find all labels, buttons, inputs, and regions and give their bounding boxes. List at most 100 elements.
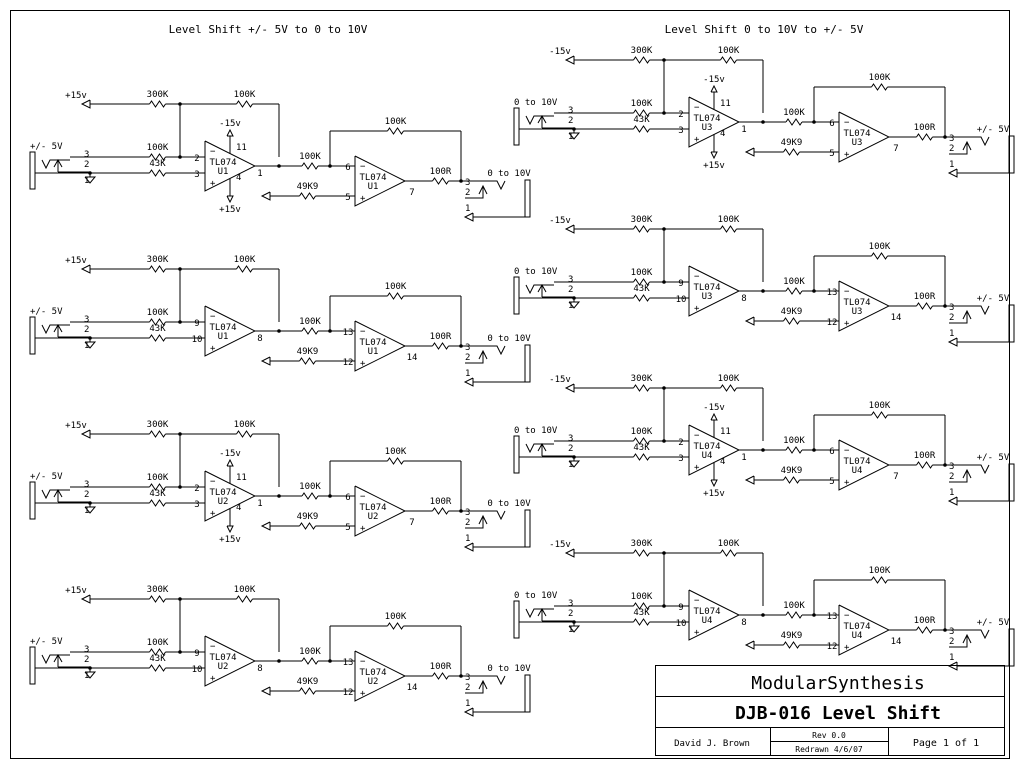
resistor-zigzag xyxy=(633,294,650,302)
jack-pin-1: 1 xyxy=(465,699,470,709)
signal-arrow-icon xyxy=(564,55,575,65)
pin-number: 12 xyxy=(343,358,354,368)
resistor-zigzag xyxy=(149,100,166,108)
resistor-ground: 43K xyxy=(633,284,650,294)
jack-sleeve xyxy=(465,681,484,694)
opamp-part: TL074 xyxy=(209,653,236,663)
pin-number: 8 xyxy=(257,334,262,344)
resistor-output: 100R xyxy=(430,662,452,672)
resistor-feedback-1: 100K xyxy=(234,420,256,430)
pin-number: 1 xyxy=(257,499,262,509)
jack-label: 0 to 10V xyxy=(487,499,531,509)
jack-sleeve xyxy=(949,635,968,648)
junction-dot xyxy=(662,58,666,62)
resistor-input: 100K xyxy=(631,99,653,109)
resistor-input: 100K xyxy=(147,638,169,648)
opamp-triangle xyxy=(688,589,741,641)
resistor-bias: 300K xyxy=(631,46,653,56)
jack-pin-3: 3 xyxy=(84,150,89,160)
resistor-mid: 100K xyxy=(299,152,321,162)
jack-sleeve xyxy=(465,186,484,199)
opamp-ref: U3 xyxy=(702,292,713,302)
noninverting-sign: + xyxy=(694,463,700,473)
pin-number: 7 xyxy=(893,144,898,154)
jack-pin-2: 2 xyxy=(949,637,954,647)
resistor-zigzag xyxy=(783,317,800,325)
jack-pin-3: 3 xyxy=(465,673,470,683)
jack-tip xyxy=(945,629,990,640)
noninverting-sign: + xyxy=(844,643,850,653)
noninverting-sign: + xyxy=(210,179,216,189)
resistor-zigzag xyxy=(432,672,449,680)
resistor-zigzag xyxy=(149,648,166,656)
rail-label: +15v xyxy=(65,91,87,101)
resistor-output: 100R xyxy=(914,616,936,626)
resistor-feedback-1: 100K xyxy=(718,46,740,56)
jack-pin-2: 2 xyxy=(465,188,470,198)
signal-arrow-icon xyxy=(564,224,575,234)
resistor-ground: 43K xyxy=(149,654,166,664)
signal-arrow-icon xyxy=(463,377,474,387)
jack-pin-2: 2 xyxy=(84,655,89,665)
revision: Rev 0.0 xyxy=(812,731,846,740)
noninverting-sign: + xyxy=(360,359,366,369)
noninverting-sign: + xyxy=(210,344,216,354)
signal-arrow-icon xyxy=(80,264,91,274)
resistor-zigzag xyxy=(916,626,933,634)
opamp-part: TL074 xyxy=(359,503,386,513)
jack-tip xyxy=(945,136,990,147)
signal-arrow-icon xyxy=(947,168,958,178)
resistor-zigzag xyxy=(149,430,166,438)
resistor-feedback-1: 100K xyxy=(234,255,256,265)
pin-number: 2 xyxy=(194,154,199,164)
resistor-zigzag xyxy=(149,153,166,161)
junction-dot xyxy=(761,448,765,452)
pin-number: 4 xyxy=(236,173,241,183)
resistor-zigzag xyxy=(785,611,803,619)
inverting-sign: − xyxy=(360,657,366,667)
resistor-zigzag xyxy=(871,83,888,91)
supply-label: +15v xyxy=(219,535,241,545)
signal-arrow-icon xyxy=(260,686,271,696)
resistor-feedback-1: 100K xyxy=(718,215,740,225)
inverting-sign: − xyxy=(844,446,850,456)
resistor-feedback-2: 100K xyxy=(385,447,407,457)
ground-icon xyxy=(568,301,581,309)
opamp-triangle xyxy=(204,635,257,687)
pin-number: 8 xyxy=(257,664,262,674)
resistor-ground: 43K xyxy=(149,489,166,499)
ground-icon xyxy=(84,506,97,514)
junction-dot xyxy=(277,164,281,168)
supply-arrow-icon xyxy=(226,128,234,137)
resistor-mid: 100K xyxy=(783,436,805,446)
jack-pin-2: 2 xyxy=(465,353,470,363)
signal-arrow-icon xyxy=(744,316,755,326)
resistor-mid: 100K xyxy=(783,108,805,118)
resistor-input: 100K xyxy=(147,473,169,483)
jack-pin-3: 3 xyxy=(949,134,954,144)
jack-pin-2: 2 xyxy=(949,313,954,323)
resistor-zigzag xyxy=(783,641,800,649)
noninverting-sign: + xyxy=(360,194,366,204)
pin-number: 11 xyxy=(236,473,247,483)
opamp-ref: U4 xyxy=(852,466,863,476)
jack-pin-2: 2 xyxy=(465,518,470,528)
resistor-zigzag xyxy=(633,56,650,64)
signal-arrow-icon xyxy=(80,99,91,109)
resistor-bias: 300K xyxy=(631,215,653,225)
pin-number: 6 xyxy=(345,163,350,173)
inverting-sign: − xyxy=(694,431,700,441)
inverting-sign: − xyxy=(844,118,850,128)
jack-pin-3: 3 xyxy=(949,462,954,472)
author: David J. Brown xyxy=(674,739,750,749)
inverting-sign: − xyxy=(694,272,700,282)
noninverting-sign: + xyxy=(844,478,850,488)
resistor-mid: 100K xyxy=(783,601,805,611)
jack-label: +/- 5V xyxy=(30,142,63,152)
jack-tip xyxy=(525,608,554,619)
opamp-part: TL074 xyxy=(843,298,870,308)
